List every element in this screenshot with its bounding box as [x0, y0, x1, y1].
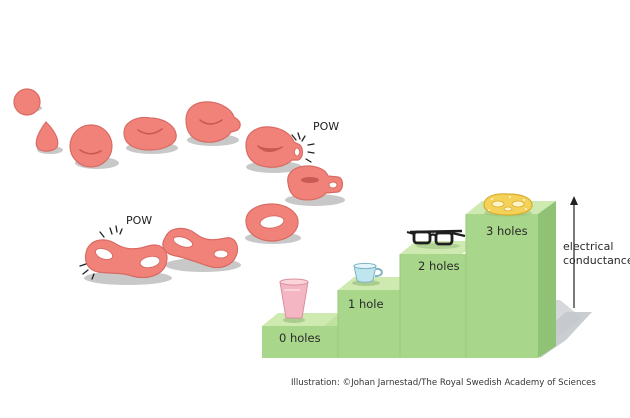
- staircase: 0 holes 1 hole 2 holes 3 holes: [262, 201, 592, 358]
- dough-double-torus: [162, 227, 241, 272]
- pretzel-icon: [483, 193, 533, 217]
- dough-sequence: POW POW: [13, 88, 345, 285]
- step-label-3: 3 holes: [486, 224, 528, 238]
- dough-cup: [245, 126, 304, 173]
- pow-label-top: POW: [313, 120, 339, 133]
- dough-drop: [35, 121, 63, 154]
- axis-label-line1: electrical: [563, 240, 613, 253]
- pow-burst-top: POW: [291, 120, 339, 163]
- glass-icon: [279, 278, 309, 323]
- dough-nub: [185, 101, 241, 146]
- step-label-1: 1 hole: [348, 297, 384, 311]
- step-3-front: [466, 214, 538, 358]
- dough-sphere: [13, 88, 42, 116]
- conductance-axis: electrical conductance: [563, 196, 630, 308]
- step-1-front: [338, 290, 400, 358]
- step-label-0: 0 holes: [279, 331, 321, 345]
- dough-mug: [285, 165, 345, 206]
- cup-icon: [352, 262, 383, 286]
- arrow-head-icon: [570, 196, 578, 205]
- pow-burst-left: POW: [79, 214, 152, 280]
- step-label-2: 2 holes: [418, 259, 460, 273]
- pow-label-left: POW: [126, 214, 152, 227]
- dough-torus: [245, 203, 301, 244]
- axis-label-line2: conductance: [563, 254, 630, 267]
- dough-double-torus-wide: [84, 239, 172, 285]
- image-credit: Illustration: ©Johan Jarnestad/The Royal…: [291, 378, 596, 388]
- dough-flat: [123, 116, 178, 154]
- glasses-icon: [406, 229, 466, 249]
- step-2-front: [400, 254, 466, 358]
- dough-ball: [69, 124, 119, 169]
- step-0-front: [262, 326, 338, 358]
